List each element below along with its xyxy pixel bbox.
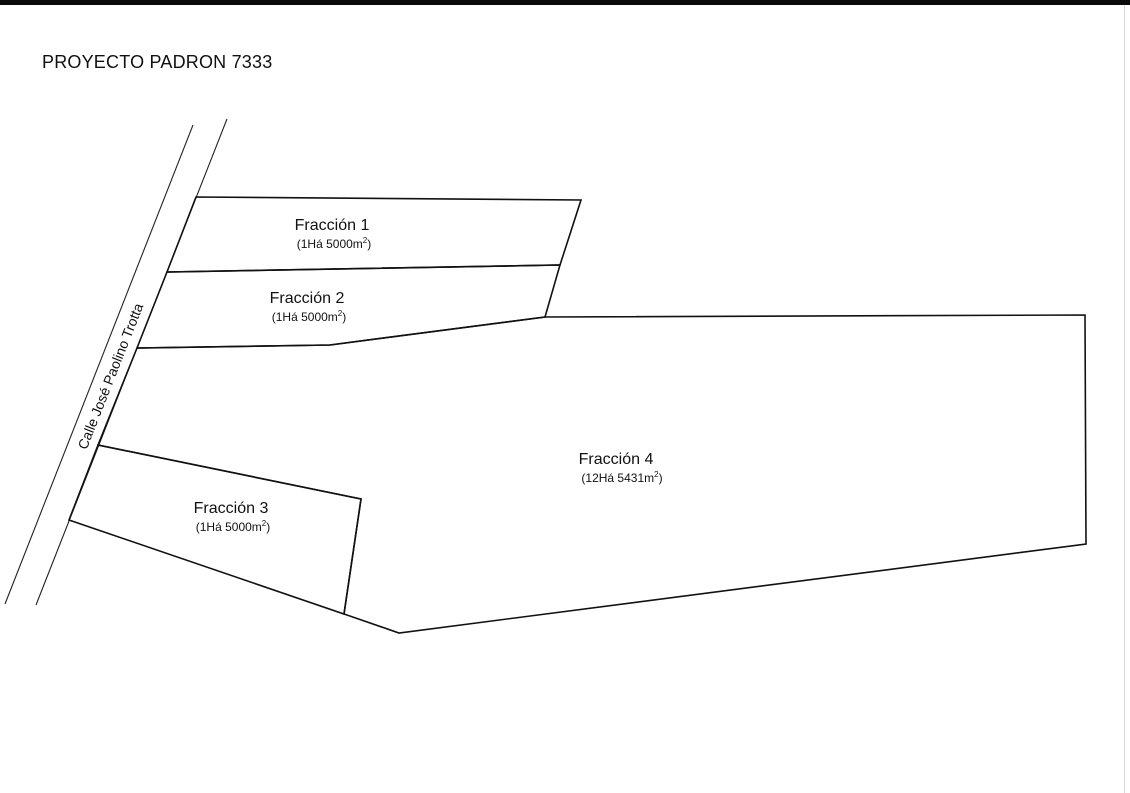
parcel-4-area: (12Há 5431m2) [581,470,662,485]
parcel-1-boundary[interactable] [165,196,583,273]
parcel-1-label: Fracción 1 [295,217,370,234]
parcel-3-label: Fracción 3 [194,500,269,517]
page-title: PROYECTO PADRON 7333 [42,52,273,72]
street-edge-left [4,124,194,605]
parcel-3-boundary[interactable] [67,444,362,616]
page-right-edge [1124,5,1125,793]
parcel-3[interactable]: Fracción 3 (1Há 5000m2) [67,444,362,616]
top-border-bar [0,0,1130,5]
parcel-4-label: Fracción 4 [579,451,654,468]
parcel-2-label: Fracción 2 [270,290,345,307]
parcel-4[interactable]: Fracción 4 (12Há 5431m2) [96,314,1087,634]
parcel-2[interactable]: Fracción 2 (1Há 5000m2) [135,264,562,349]
street-label: Calle José Paolino Trotta [74,301,146,452]
parcel-2-area: (1Há 5000m2) [272,309,347,324]
parcel-3-area: (1Há 5000m2) [196,519,271,534]
parcel-1-area: (1Há 5000m2) [297,236,372,251]
parcel-2-boundary[interactable] [135,264,562,349]
street: Calle José Paolino Trotta [4,118,228,606]
parcel-1[interactable]: Fracción 1 (1Há 5000m2) [165,196,583,273]
